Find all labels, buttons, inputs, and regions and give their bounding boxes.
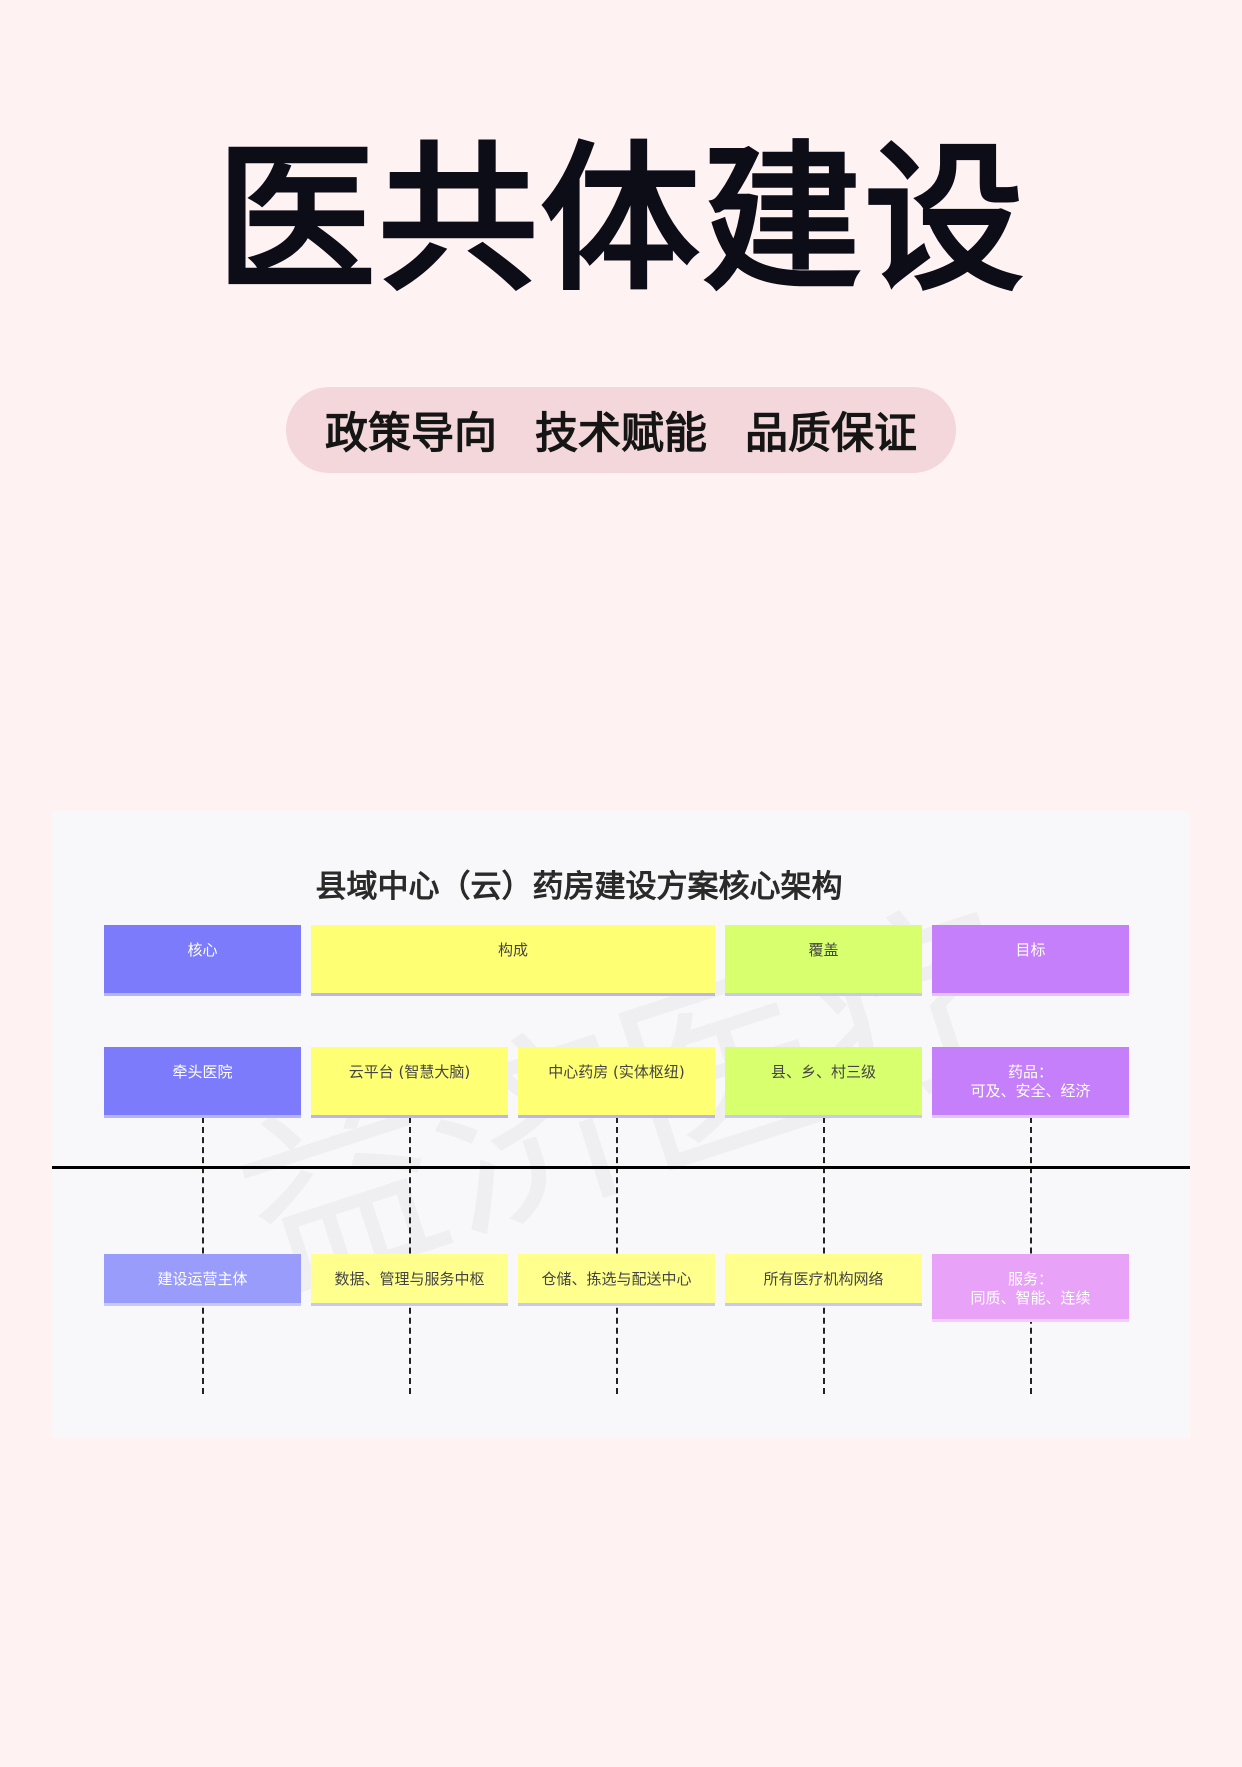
page-title: 医共体建设 (215, 126, 1026, 313)
box-data-hub: 数据、管理与服务中枢 (311, 1254, 508, 1306)
tagline-pill: 政策导向 技术赋能 品质保证 (286, 387, 956, 473)
header-coverage: 覆盖 (725, 925, 922, 996)
diagram-title: 县域中心（云）药房建设方案核心架构 (315, 869, 843, 905)
box-cloud-platform: 云平台 (智慧大脑) (311, 1047, 508, 1118)
box-service-goal-label: 服务： (1007, 1270, 1053, 1288)
box-operator: 建设运营主体 (104, 1254, 301, 1306)
box-storage-center: 仓储、拣选与配送中心 (518, 1254, 715, 1306)
tagline-tech: 技术赋能 (535, 409, 707, 459)
box-lead-hospital: 牵头医院 (104, 1047, 301, 1118)
box-central-pharmacy: 中心药房 (实体枢纽) (518, 1047, 715, 1118)
header-composition: 构成 (311, 925, 715, 996)
architecture-diagram: 益济医疗 县域中心（云）药房建设方案核心架构 核心 构成 覆盖 目标 牵头医院 … (52, 811, 1190, 1438)
box-drug-goal-text: 可及、安全、经济 (970, 1082, 1091, 1100)
divider-line (52, 1166, 1190, 1169)
box-drug-goal: 药品： 可及、安全、经济 (932, 1047, 1129, 1118)
header-goal: 目标 (932, 925, 1129, 996)
box-service-goal: 服务： 同质、智能、连续 (932, 1254, 1129, 1322)
tagline-quality: 品质保证 (745, 409, 917, 459)
box-service-goal-text: 同质、智能、连续 (970, 1289, 1091, 1307)
box-drug-goal-label: 药品： (1007, 1063, 1053, 1081)
box-institution-network: 所有医疗机构网络 (725, 1254, 922, 1306)
box-three-levels: 县、乡、村三级 (725, 1047, 922, 1118)
tagline-policy: 政策导向 (325, 409, 497, 459)
header-core: 核心 (104, 925, 301, 996)
